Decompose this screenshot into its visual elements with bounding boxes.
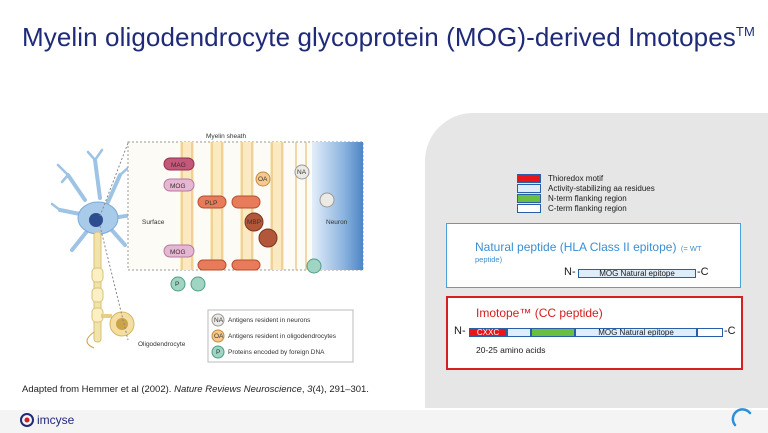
legend-swatch (517, 183, 541, 193)
citation-issue: (4), 291–301. (312, 384, 369, 395)
myelin-figure: Oligodendrocyte Myelin sheath Surface Ne… (50, 133, 364, 363)
neuron-label: Neuron (326, 219, 348, 226)
svg-text:MAG: MAG (171, 162, 186, 169)
oligodendrocyte-label: Oligodendrocyte (138, 341, 186, 348)
mbp-protein: MBP (244, 212, 278, 248)
mog-protein-top: MOG (163, 178, 195, 192)
svg-text:NA: NA (297, 169, 307, 176)
imotope-n-terminus: N- (454, 325, 466, 337)
oa-antigen: OA (255, 171, 271, 187)
legend-stabilizing: Activity-stabilizing aa residues (517, 183, 655, 193)
natural-peptide-box: Natural peptide (HLA Class II epitope) (… (446, 223, 741, 288)
svg-text:OA: OA (214, 333, 224, 340)
legend-label: Thioredox motif (548, 173, 604, 183)
legend-label: N-term flanking region (548, 193, 627, 203)
svg-text:Antigens resident in neurons: Antigens resident in neurons (228, 317, 311, 324)
natural-n-terminus: N- (564, 266, 576, 278)
zoom-lines (99, 142, 129, 341)
legend-swatch (517, 203, 541, 213)
slide-title-text: Myelin oligodendrocyte glycoprotein (MOG… (22, 22, 736, 52)
svg-text:P: P (175, 281, 179, 288)
surface-label: Surface (142, 219, 165, 226)
imotope-c-flank-segment (697, 328, 723, 337)
key-oa: OA Antigens resident in oligodendrocytes (211, 329, 337, 343)
corner-arc-icon (731, 408, 752, 427)
natural-epitope-segment: MOG Natural epitope (578, 269, 696, 278)
myelin-layers (180, 142, 307, 270)
imotope-stabilizing-segment (507, 328, 531, 337)
imotope-title: Imotope™ (CC peptide) (476, 306, 603, 320)
legend-swatch (517, 193, 541, 203)
natural-c-terminus: -C (697, 266, 709, 278)
natural-peptide-title-row: Natural peptide (HLA Class II epitope) (… (475, 238, 702, 256)
svg-text:PLP: PLP (205, 200, 217, 207)
imotope-n-flank-segment (531, 328, 575, 337)
slide-title: Myelin oligodendrocyte glycoprotein (MOG… (22, 22, 755, 53)
svg-text:MOG: MOG (170, 249, 186, 256)
legend-swatch (517, 173, 541, 183)
citation-separator: , (301, 384, 308, 395)
svg-text:MBP: MBP (247, 219, 261, 226)
svg-text:Antigens resident in oligodend: Antigens resident in oligodendrocytes (228, 333, 337, 340)
natural-peptide-note-2: peptide) (475, 255, 503, 264)
svg-text:P: P (216, 349, 220, 356)
foreign-dna-protein: P (170, 258, 322, 292)
svg-text:Proteins encoded by foreign DN: Proteins encoded by foreign DNA (228, 349, 325, 356)
key-na: NA Antigens resident in neurons (211, 313, 311, 327)
imotope-epitope-segment: MOG Natural epitope (575, 328, 697, 337)
imotope-c-terminus: -C (724, 325, 736, 337)
mag-protein: MAG (163, 157, 195, 171)
imcyse-logo: imcyse (20, 413, 74, 427)
mog-protein-bottom: MOG (163, 244, 195, 258)
legend-label: C-term flanking region (548, 203, 627, 213)
imcyse-logo-mark-icon (20, 413, 34, 427)
citation-prefix: Adapted from Hemmer et al (2002). (22, 384, 175, 395)
neuron-membrane (312, 142, 363, 270)
myelin-sheath-label: Myelin sheath (206, 133, 246, 140)
na-antigen: NA (294, 164, 335, 208)
antigen-key-box (207, 309, 354, 363)
citation-volume: 3 (307, 384, 313, 395)
footer-bar (0, 410, 768, 433)
oligodendrocyte-cell: Oligodendrocyte (50, 148, 186, 349)
legend-n-term: N-term flanking region (517, 193, 627, 203)
imotope-motif-segment: CXXC (469, 328, 507, 337)
svg-text:OA: OA (258, 176, 268, 183)
legend-thioredox: Thioredox motif (517, 173, 603, 183)
citation-journal: Nature Reviews Neuroscience (174, 384, 302, 395)
imotope-length: 20-25 amino acids (476, 345, 546, 355)
title-trademark: TM (735, 24, 755, 39)
natural-peptide-title: Natural peptide (HLA Class II epitope) (475, 240, 677, 254)
plp-protein: PLP (197, 195, 261, 271)
legend-c-term: C-term flanking region (517, 203, 627, 213)
svg-text:MOG: MOG (170, 183, 186, 190)
legend-label: Activity-stabilizing aa residues (548, 183, 655, 193)
svg-text:NA: NA (214, 317, 224, 324)
natural-peptide-note: (= WT (680, 244, 702, 253)
key-p: P Proteins encoded by foreign DNA (211, 345, 325, 359)
imotope-box: Imotope™ (CC peptide) N- CXXC MOG Natura… (446, 296, 743, 370)
imcyse-logo-text: imcyse (37, 413, 75, 427)
figure-citation: Adapted from Hemmer et al (2002). Nature… (22, 384, 369, 395)
